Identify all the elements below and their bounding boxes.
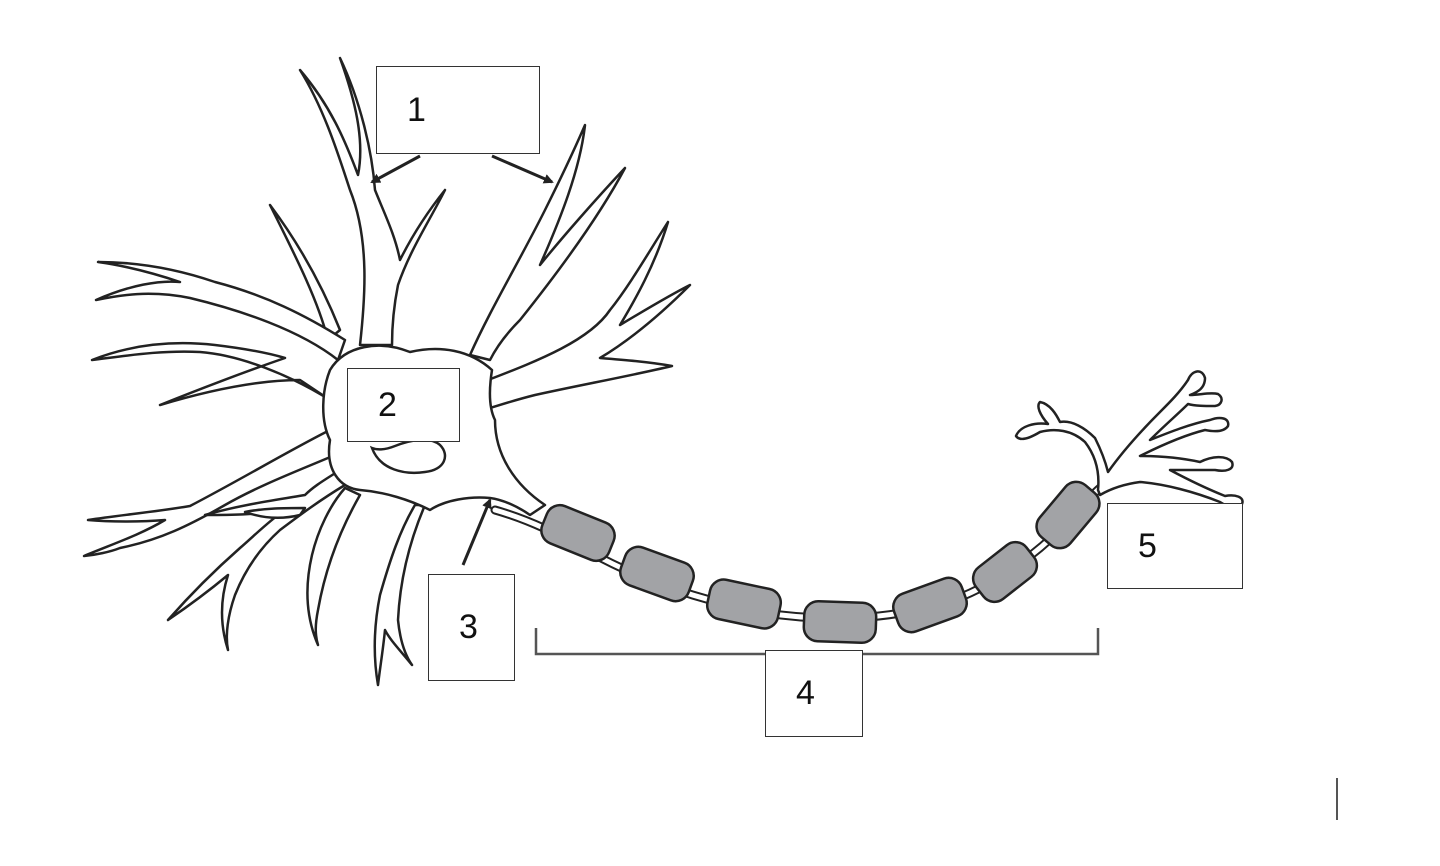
myelin-segment [971,540,1039,604]
label-box-5[interactable]: 5 [1107,503,1243,589]
myelin-segment [1035,480,1101,550]
label-box-1[interactable]: 1 [376,66,540,154]
myelin-segment [619,545,695,603]
arrow-3 [461,498,492,566]
myelin-segment [892,576,968,634]
myelin-segment [802,599,878,645]
myelin-segment [540,503,616,563]
myelin-segment [705,578,783,630]
label-number-2: 2 [378,385,397,424]
arrow-1-left [370,154,421,184]
label-number-5: 5 [1138,526,1157,565]
arrow-1-right [491,154,554,184]
label-box-3[interactable]: 3 [428,574,515,681]
label-number-3: 3 [459,608,478,646]
label-number-4: 4 [796,674,815,712]
label-number-1: 1 [407,90,426,129]
text-cursor [1336,778,1338,820]
pointer-arrows [370,154,554,566]
nucleus [369,438,447,474]
dendrites [82,56,692,687]
label-box-2[interactable]: 2 [347,368,460,442]
axon-terminals [1014,370,1244,509]
label-box-4[interactable]: 4 [765,650,863,737]
myelin-sheath [540,480,1101,645]
